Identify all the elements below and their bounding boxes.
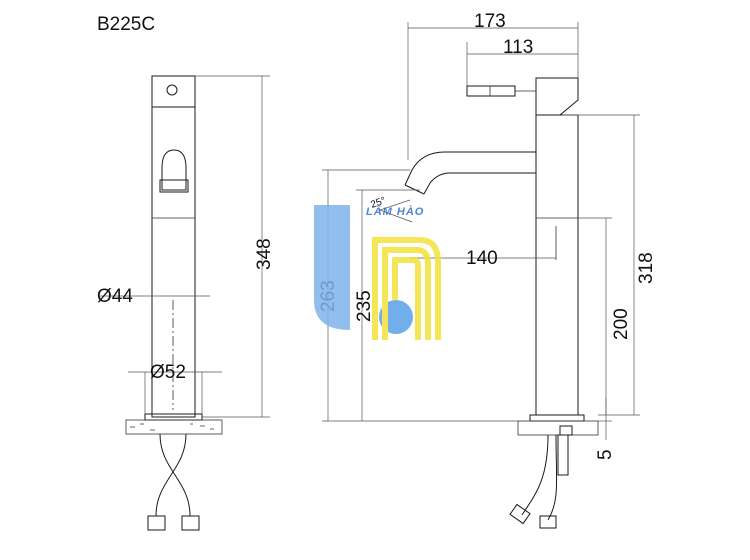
logo-yellow-arc-3 (392, 257, 421, 340)
front-handle (151, 75, 196, 108)
front-body (151, 106, 196, 418)
logo-yellow-arc-1 (372, 237, 441, 340)
dim-173: 173 (474, 11, 506, 32)
spout-bottom (423, 172, 536, 195)
angle-lines (379, 199, 413, 223)
logo-blue-bar (314, 205, 350, 330)
spout-outlet (161, 149, 187, 191)
angle-label: 25° (369, 195, 387, 211)
dim-318: 318 (636, 252, 657, 284)
logo-brand-text: LÂM HÀO (366, 205, 424, 218)
side-handle (535, 77, 579, 116)
side-base-ring (517, 420, 599, 436)
dim-113: 113 (503, 37, 533, 58)
spout-top (404, 151, 536, 186)
dim-5: 5 (595, 449, 616, 460)
dim-200: 200 (611, 308, 632, 340)
model-title: B225C (97, 14, 155, 35)
side-lever (466, 85, 516, 97)
side-view: 173 113 263 235 25° 140 318 200 5 (318, 11, 657, 529)
side-nut-1 (509, 503, 531, 525)
brand-logo: LÂM HÀO (314, 205, 441, 340)
front-view: 348 Ø44 Ø52 (97, 75, 275, 531)
aerator (159, 179, 189, 193)
ring-texture (130, 423, 214, 431)
hose-nut-left (147, 515, 166, 531)
dim-44: Ø44 (97, 286, 133, 307)
front-base-ring (125, 419, 223, 435)
dim-52: Ø52 (150, 362, 186, 383)
dim-348: 348 (254, 238, 275, 270)
hose-left (159, 433, 191, 517)
side-nut-2 (539, 515, 557, 529)
spout-tip (404, 184, 425, 195)
dim-140: 140 (466, 248, 498, 269)
handle-hole (166, 84, 178, 96)
side-hose-1 (521, 434, 549, 516)
side-body (535, 114, 579, 416)
side-screw (559, 425, 573, 436)
hose-right (155, 433, 187, 517)
side-base (529, 414, 585, 422)
dim-235: 235 (354, 290, 375, 322)
hose-nut-right (181, 515, 200, 531)
logo-yellow-arc-2 (382, 247, 431, 340)
side-rod (557, 434, 569, 476)
side-hose-2 (547, 434, 558, 521)
